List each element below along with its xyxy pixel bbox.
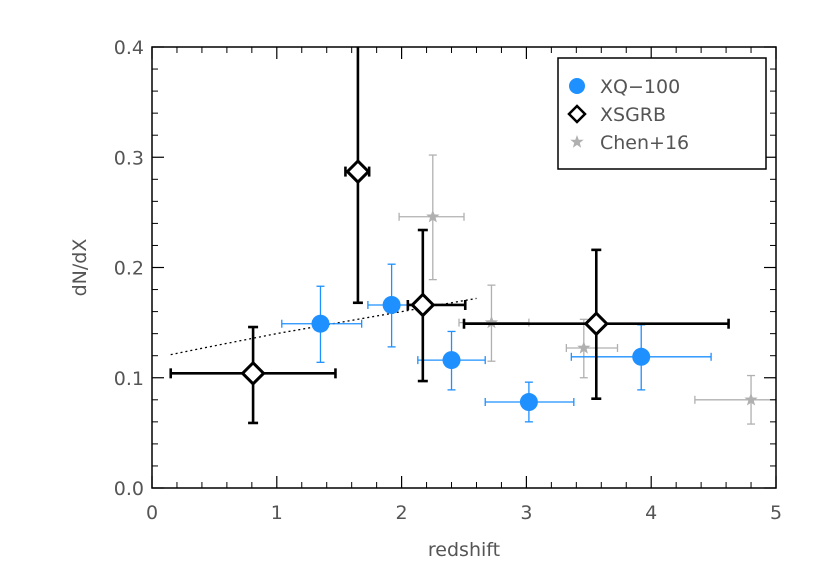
x-tick-label: 2 (396, 502, 408, 524)
legend-label: Chen+16 (600, 132, 689, 154)
x-tick-label: 3 (520, 502, 532, 524)
data-point-circle (519, 393, 538, 412)
x-tick-label: 5 (770, 502, 782, 524)
y-tick-label: 0.1 (114, 368, 144, 390)
legend-marker-star (570, 135, 584, 148)
data-point-star (744, 392, 758, 406)
legend-label: XQ−100 (600, 76, 680, 98)
data-point-diamond (410, 292, 436, 318)
data-point-diamond (345, 158, 371, 185)
data-point-diamond (240, 360, 266, 386)
series-layer (169, 47, 776, 425)
data-point-star (426, 209, 440, 223)
x-axis-label: redshift (428, 539, 500, 561)
x-tick-label: 1 (271, 502, 283, 524)
series-circle (281, 263, 712, 423)
data-point-circle (442, 351, 461, 370)
data-point-circle (382, 295, 401, 314)
y-tick-label: 0.3 (114, 147, 144, 169)
legend-marker-circle (569, 78, 585, 94)
data-point-star (577, 341, 591, 354)
y-axis-label: dN/dX (69, 239, 91, 297)
data-point-diamond (583, 311, 609, 337)
data-point-circle (311, 314, 330, 333)
legend-marker-diamond (567, 104, 587, 124)
ticks-layer: 0 1 2 3 4 5 0.0 0.1 0.2 0.3 0.4 (114, 37, 782, 524)
x-tick-label: 4 (645, 502, 657, 524)
y-tick-label: 0.2 (114, 258, 144, 280)
data-point-star (484, 315, 499, 329)
legend-label: XSGRB (600, 104, 666, 126)
data-point-circle (632, 347, 651, 366)
series-star (398, 154, 776, 425)
x-tick-label: 0 (146, 502, 158, 524)
y-tick-label: 0.0 (114, 478, 144, 500)
y-tick-label: 0.4 (114, 37, 144, 59)
legend-box (557, 57, 767, 170)
series-diamond (169, 47, 730, 425)
